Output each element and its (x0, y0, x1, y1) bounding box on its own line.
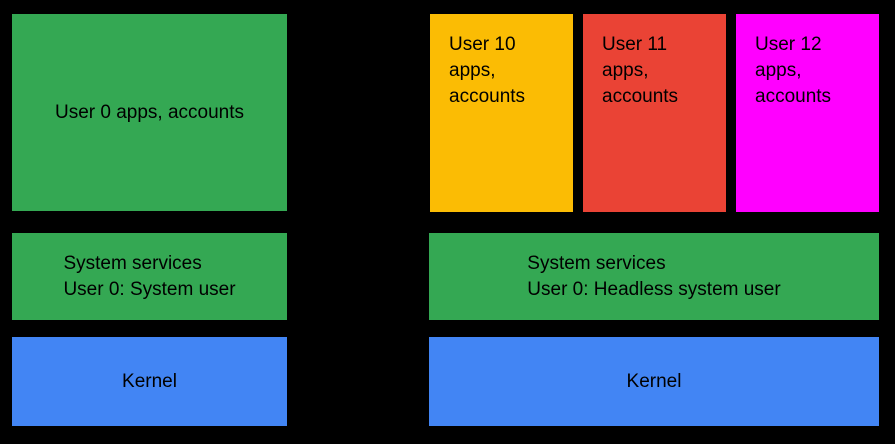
user12-apps-block: User 12 apps, accounts (736, 14, 879, 212)
right-system-services-line1: System services (527, 252, 666, 274)
right-kernel-label: Kernel (626, 370, 682, 392)
right-system-services-text: System services User 0: Headless system … (527, 251, 780, 303)
user11-line2: apps, (602, 60, 649, 81)
user11-line3: accounts (602, 86, 679, 107)
user10-line1: User 10 (449, 34, 516, 55)
left-system-services-line2: User 0: System user (63, 278, 236, 300)
left-kernel-label: Kernel (122, 370, 177, 392)
user0-apps-label: User 0 apps, accounts (54, 101, 245, 123)
user11-apps-block: User 11 apps, accounts (583, 14, 726, 212)
right-system-services-line2: User 0: Headless system user (527, 278, 781, 300)
user10-apps-block: User 10 apps, accounts (430, 14, 573, 212)
right-system-services-block: System services User 0: Headless system … (429, 233, 879, 320)
user10-line2: apps, (449, 60, 496, 81)
user0-apps-block: User 0 apps, accounts (12, 14, 287, 211)
user10-line3: accounts (449, 86, 526, 107)
user12-line2: apps, (755, 60, 802, 81)
user11-line1: User 11 (602, 34, 668, 55)
left-system-services-text: System services User 0: System user (63, 251, 235, 303)
user12-line3: accounts (755, 86, 832, 107)
left-system-services-block: System services User 0: System user (12, 233, 287, 320)
right-kernel-block: Kernel (429, 337, 879, 426)
left-kernel-block: Kernel (12, 337, 287, 426)
left-system-services-line1: System services (63, 252, 202, 274)
user12-line1: User 12 (755, 34, 822, 55)
